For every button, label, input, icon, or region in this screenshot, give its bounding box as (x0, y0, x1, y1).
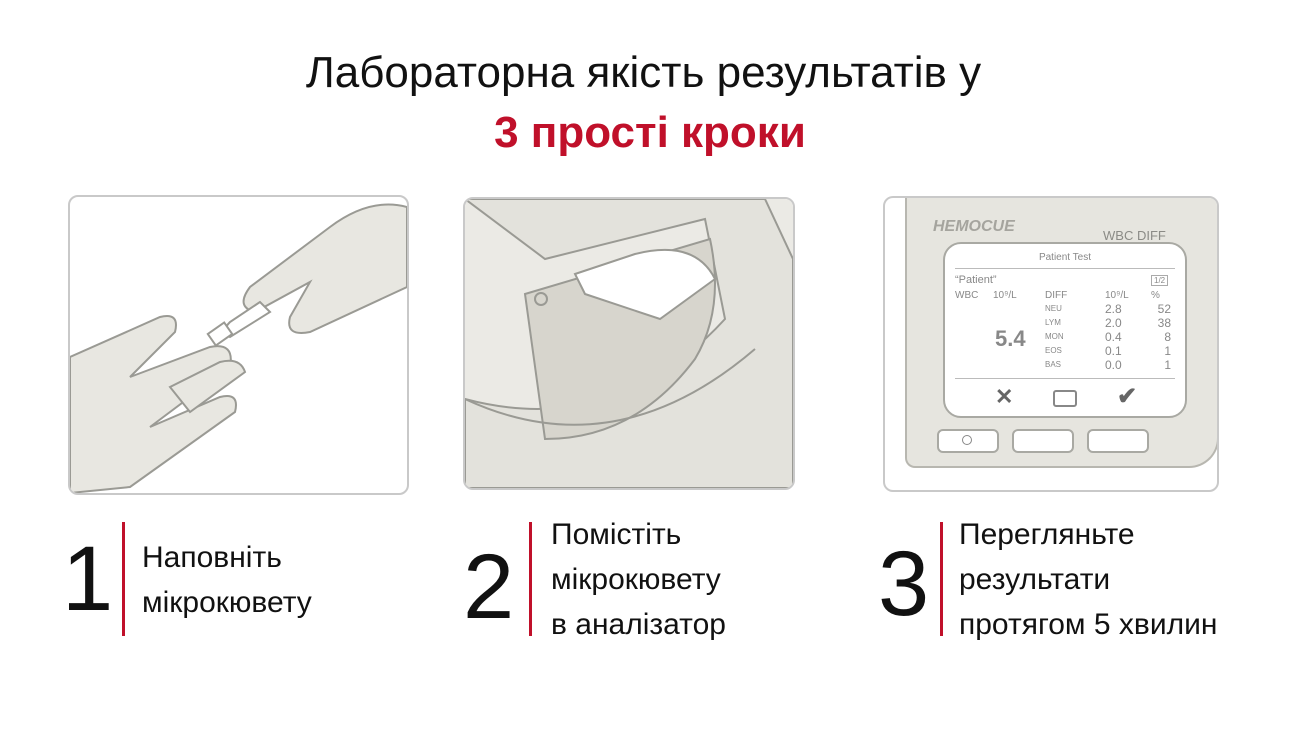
cell: 0.1 (1105, 344, 1122, 358)
step-2-line: мікрокювету (551, 563, 721, 596)
cell: MON (1045, 332, 1064, 341)
cell: BAS (1045, 360, 1062, 369)
diff-header: DIFF (1045, 290, 1068, 301)
device-button-2 (1012, 429, 1074, 453)
cell: 2.0 (1105, 316, 1122, 330)
analyzer-device: HemoCue WBC DIFF Patient Test “Patient” … (905, 198, 1217, 468)
heading-line-1: Лабораторна якість результатів у (305, 48, 982, 97)
cell: 38 (1157, 316, 1171, 330)
brand-logo: HemoCue (933, 218, 1015, 235)
step-3-divider (940, 522, 943, 636)
step-1-number: 1 (62, 528, 114, 630)
step-3-number: 3 (878, 533, 930, 635)
model-label: WBC DIFF (1103, 228, 1166, 243)
step-1-divider (122, 522, 125, 636)
screen-title: Patient Test (1038, 252, 1092, 263)
cell: EOS (1045, 346, 1062, 355)
cell: 8 (1164, 330, 1171, 344)
step-2-line: в аналізатор (551, 608, 726, 641)
step-3-line: Перегляньте (959, 518, 1135, 551)
step-2-number: 2 (463, 536, 515, 638)
wbc-label: WBC (955, 290, 979, 301)
patient-name: “Patient” (955, 274, 997, 286)
step-3-line: протягом 5 хвилин (959, 608, 1218, 641)
step-2-line: Помістіть (551, 518, 682, 551)
device-screen: Patient Test “Patient” 1/2 WBC 10⁹/L 5.4… (943, 242, 1187, 418)
step-2-text: Помістіть мікрокювету в аналізатор (551, 512, 726, 647)
step-1-text: Наповніть мікрокювету (142, 535, 312, 625)
cell: 0.0 (1105, 358, 1122, 372)
cancel-icon: ✕ (995, 384, 1014, 409)
cell: 52 (1157, 302, 1171, 316)
device-button-3 (1087, 429, 1149, 453)
cell: 0.4 (1105, 330, 1122, 344)
diff-row: MON 0.4 8 (1045, 330, 1171, 346)
cards-icon (1053, 390, 1077, 407)
step-3-text: Перегляньте результати протягом 5 хвилин (959, 512, 1217, 647)
step-1-illustration (68, 195, 409, 495)
checkmark-icon: ✔ (1117, 383, 1138, 410)
diff-table: NEU 2.8 52 LYM 2.0 38 MON 0.4 8 EOS 0.1 1 BAS 0.0… (1045, 302, 1171, 374)
diff-unit-header: 10⁹/L (1105, 290, 1129, 301)
cell: LYM (1045, 318, 1061, 327)
page-indicator: 1/2 (1151, 275, 1169, 286)
cell: 2.8 (1105, 302, 1122, 316)
circle-icon (962, 435, 972, 445)
device-button-1 (937, 429, 999, 453)
step-1-line: мікрокювету (142, 586, 312, 619)
step-3-line: результати (959, 563, 1111, 596)
diff-row: BAS 0.0 1 (1045, 358, 1171, 374)
diff-row: NEU 2.8 52 (1045, 302, 1171, 318)
cell: 1 (1164, 344, 1171, 358)
percent-header: % (1151, 290, 1160, 301)
step-2-illustration (463, 197, 795, 490)
step-1-line: Наповніть (142, 541, 282, 574)
heading-line-2: 3 прості кроки (494, 108, 806, 157)
cell: NEU (1045, 304, 1062, 313)
wbc-value: 5.4 (995, 326, 1026, 351)
diff-row: LYM 2.0 38 (1045, 316, 1171, 332)
step-3-illustration: HemoCue WBC DIFF Patient Test “Patient” … (883, 196, 1219, 492)
hand-microcuvette-illustration (70, 203, 407, 493)
cell: 1 (1164, 358, 1171, 372)
step-2-divider (529, 522, 532, 636)
wbc-unit: 10⁹/L (993, 290, 1017, 301)
analyzer-holder-illustration (465, 199, 793, 488)
diff-row: EOS 0.1 1 (1045, 344, 1171, 360)
